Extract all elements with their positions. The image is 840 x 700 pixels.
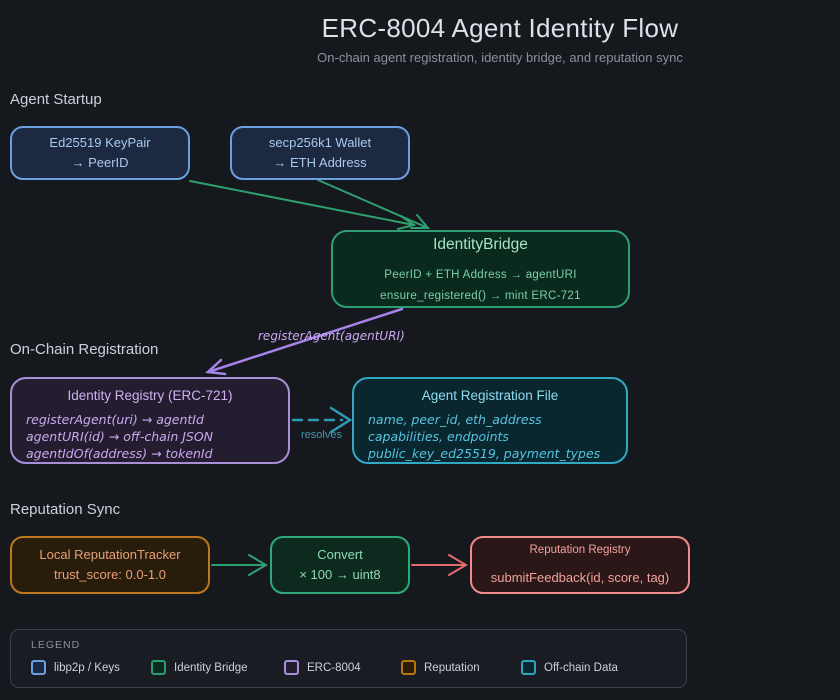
node-reputation-registry[interactable]: Reputation Registry submitFeedback(id, s… — [470, 536, 690, 594]
edge-keypair-to-bridge — [189, 180, 417, 230]
node-title: Local ReputationTracker — [39, 546, 181, 562]
node-identity-registry[interactable]: Identity Registry (ERC-721) registerAgen… — [10, 377, 290, 464]
edge-convert-to-repregistry — [411, 554, 468, 576]
node-subtitle: × 100 → uint8 — [299, 567, 381, 582]
legend-label: libp2p / Keys — [54, 661, 120, 674]
edge-wallet-to-bridge — [317, 179, 431, 229]
legend-item-erc-8004: ERC-8004 — [284, 660, 361, 675]
legend-swatch-green — [151, 660, 166, 675]
legend-label: Off-chain Data — [544, 661, 618, 674]
node-agent-registration-file[interactable]: Agent Registration File name, peer_id, e… — [352, 377, 628, 464]
legend-swatch-orange — [401, 660, 416, 675]
regfile-line: capabilities, endpoints — [368, 429, 509, 445]
node-subtitle: trust_score: 0.0-1.0 — [54, 567, 166, 582]
node-subtitle: → PeerID — [71, 155, 129, 170]
bridge-line-2: ensure_registered() → mint ERC-721 — [380, 289, 581, 302]
legend-label: ERC-8004 — [307, 661, 361, 674]
legend-swatch-purple — [284, 660, 299, 675]
page-title: ERC-8004 Agent Identity Flow — [321, 13, 679, 43]
node-title: Ed25519 KeyPair — [49, 134, 151, 150]
registry-line: agentURI(id) → off-chain JSON — [26, 429, 214, 445]
node-ed25519-keypair[interactable]: Ed25519 KeyPair → PeerID — [10, 126, 190, 180]
node-secp256k1-wallet[interactable]: secp256k1 Wallet → ETH Address — [230, 126, 410, 180]
registry-line: agentIdOf(address) → tokenId — [26, 446, 213, 462]
legend-label: Reputation — [424, 661, 480, 674]
legend-swatch-teal — [521, 660, 536, 675]
legend-item-identity-bridge: Identity Bridge — [151, 660, 248, 675]
page-subtitle: On-chain agent registration, identity br… — [317, 50, 683, 65]
node-title: IdentityBridge — [433, 235, 528, 253]
section-onchain-registration: On-Chain Registration — [10, 341, 159, 358]
edge-tracker-to-convert — [211, 554, 268, 576]
edge-registry-to-file — [291, 406, 353, 434]
bridge-line-1: PeerID + ETH Address → agentURI — [384, 268, 577, 281]
edge-label-register-agent: registerAgent(agentURI) — [258, 329, 405, 343]
legend-item-offchain-data: Off-chain Data — [521, 660, 618, 675]
legend-swatch-blue — [31, 660, 46, 675]
node-subtitle: submitFeedback(id, score, tag) — [490, 569, 670, 585]
registry-line: registerAgent(uri) → agentId — [26, 411, 204, 427]
legend-label: Identity Bridge — [174, 661, 248, 674]
node-convert[interactable]: Convert × 100 → uint8 — [270, 536, 410, 594]
node-title: Identity Registry (ERC-721) — [67, 388, 233, 403]
section-agent-startup: Agent Startup — [10, 91, 102, 108]
legend-item-libp2p-keys: libp2p / Keys — [31, 660, 120, 675]
regfile-line: name, peer_id, eth_address — [368, 411, 542, 427]
node-title: Convert — [317, 546, 363, 562]
regfile-line: public_key_ed25519, payment_types — [368, 446, 601, 462]
node-title: Agent Registration File — [421, 388, 559, 403]
edge-bridge-to-registry — [205, 307, 404, 376]
edge-label-resolves: resolves — [301, 429, 342, 441]
node-title: secp256k1 Wallet — [268, 134, 372, 150]
node-identity-bridge[interactable]: IdentityBridge PeerID + ETH Address → ag… — [331, 230, 630, 308]
node-subtitle: → ETH Address — [273, 155, 367, 170]
legend: LEGEND libp2p / Keys Identity Bridge ERC… — [10, 629, 687, 688]
legend-title: LEGEND — [31, 639, 81, 651]
section-reputation-sync: Reputation Sync — [10, 501, 121, 518]
legend-item-reputation: Reputation — [401, 660, 480, 675]
node-local-reputation-tracker[interactable]: Local ReputationTracker trust_score: 0.0… — [10, 536, 210, 594]
node-title: Reputation Registry — [529, 544, 631, 557]
